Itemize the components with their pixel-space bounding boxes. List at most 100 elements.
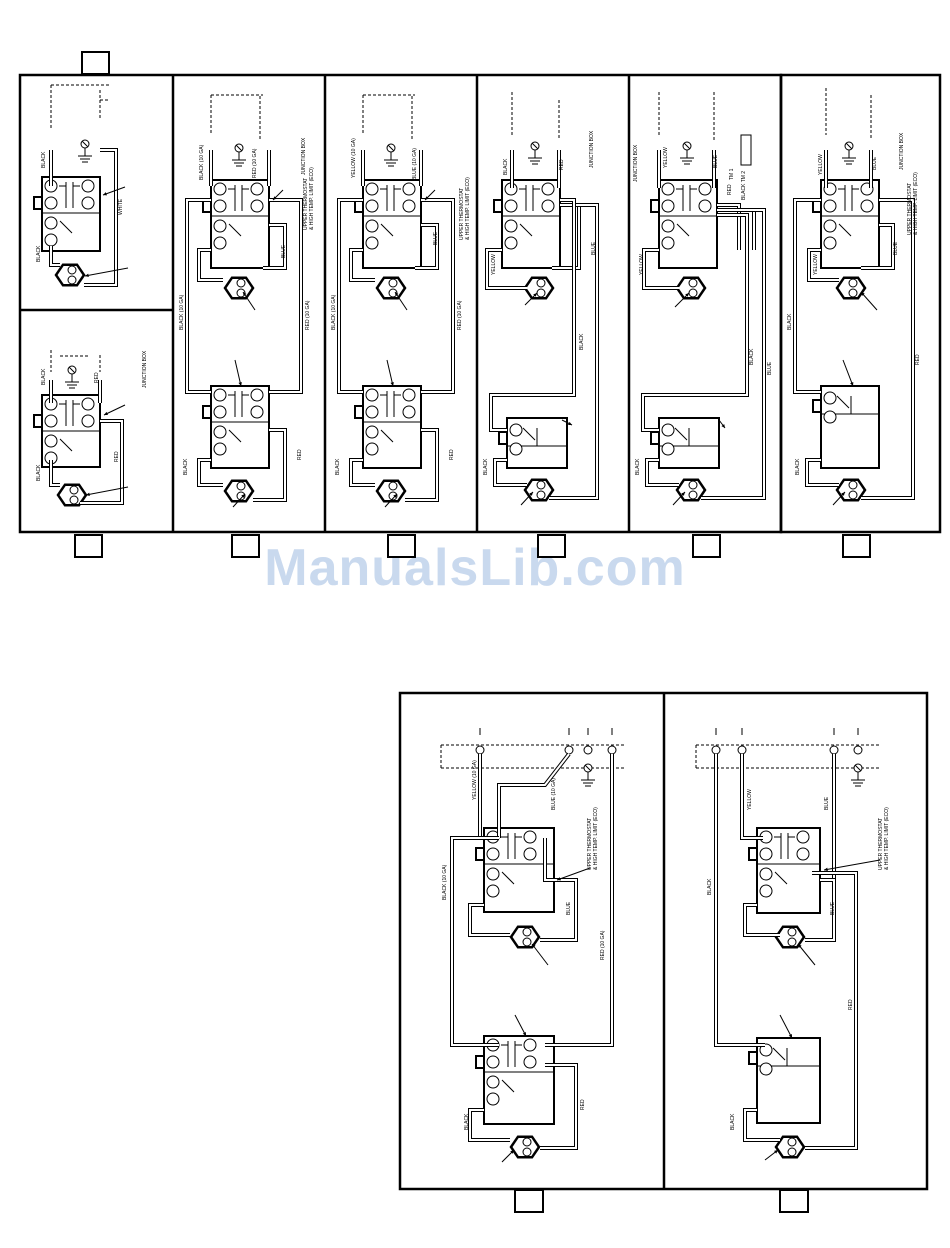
wire-line	[501, 871, 515, 885]
ground-icon	[680, 141, 694, 165]
dial-terminal	[661, 219, 675, 233]
lower-thermostat	[650, 417, 720, 469]
wire-line	[81, 140, 89, 148]
element-terminal	[787, 927, 797, 937]
leader-arrow	[510, 1150, 514, 1154]
terminal-2	[365, 405, 379, 419]
wire-core	[350, 459, 375, 486]
ground-icon	[528, 141, 542, 165]
wire-core	[486, 249, 527, 289]
element-terminal	[536, 278, 546, 288]
terminal-2	[213, 405, 227, 419]
element-terminal	[69, 485, 79, 495]
wire-label: BLACK	[41, 151, 47, 168]
dial-terminal	[486, 1075, 500, 1089]
dial-terminal	[213, 442, 227, 456]
upper-thermostat-eco	[33, 394, 101, 468]
leader-arrow	[522, 1032, 526, 1036]
wire-label: YELLOW	[813, 254, 819, 275]
element-terminal	[69, 495, 79, 505]
wire-core	[415, 224, 438, 269]
element-terminal	[67, 265, 77, 275]
wire-core	[451, 837, 499, 1046]
leader-arrow	[425, 196, 429, 200]
wire-label: BLACK	[503, 158, 509, 175]
upper-thermostat-eco	[202, 179, 270, 269]
leader-arrow	[568, 421, 572, 425]
watermark: ManualsLib.com	[264, 539, 686, 597]
element-terminal	[787, 937, 797, 947]
dial-terminal	[44, 216, 58, 230]
element-terminal	[787, 1137, 797, 1147]
element-hex	[56, 483, 88, 507]
wire-core	[494, 459, 527, 486]
terminal-3	[81, 397, 95, 411]
wire-label: BLUE	[591, 241, 597, 255]
terminal-1	[661, 182, 675, 196]
diagram-tab	[514, 1189, 544, 1213]
lower-thermostat	[812, 385, 880, 469]
wire-core	[540, 838, 577, 941]
wire-label: BLUE	[281, 244, 287, 258]
wire-core	[405, 429, 438, 501]
supply-terminal	[737, 745, 747, 755]
wire-label: BLACK	[335, 458, 341, 475]
wire-label: BLUE	[433, 231, 439, 245]
wire-label: BLACK	[464, 1113, 470, 1130]
wire-label: RED	[580, 1099, 586, 1110]
terminal-4	[402, 405, 416, 419]
element-hex	[375, 479, 407, 503]
wire-label: BLUE (10 GA)	[412, 148, 418, 180]
wire-label: & HIGH TEMP. LIMIT (ECO)	[593, 807, 599, 870]
wire-line	[842, 359, 854, 387]
bracket-tab	[650, 199, 660, 213]
bracket-tab	[650, 431, 660, 445]
terminal-4	[250, 405, 264, 419]
element-terminal	[848, 288, 858, 298]
wire-line	[228, 429, 242, 443]
supply-terminal	[829, 745, 839, 755]
wire-label: BLACK (10 GA)	[331, 294, 337, 330]
bracket-tab	[748, 1051, 758, 1065]
heating-element	[375, 479, 407, 503]
wire-line	[234, 359, 242, 387]
leader-arrow	[798, 944, 802, 948]
diagram-tab	[692, 534, 721, 558]
dial-terminal	[504, 236, 518, 250]
dial-terminal	[504, 219, 518, 233]
wire-core	[806, 459, 839, 486]
diagram-tab	[779, 1189, 809, 1213]
wire-core	[498, 753, 570, 838]
wire-core	[50, 460, 60, 486]
wire-label: JUNCTION BOX	[142, 350, 148, 388]
wire-label: UPPER THERMOSTAT	[303, 178, 309, 230]
wire-line	[584, 764, 592, 772]
wire-line	[556, 867, 591, 881]
element-hex	[375, 276, 407, 300]
wire-line	[772, 1047, 786, 1061]
heating-element	[509, 925, 541, 949]
terminal-3	[250, 388, 264, 402]
wire-line	[386, 359, 394, 387]
terminal-1	[509, 423, 523, 437]
heating-element	[375, 276, 407, 300]
wire-label: BLUE	[713, 154, 719, 168]
element-terminal	[236, 491, 246, 501]
element-terminal	[388, 481, 398, 491]
terminal-3	[796, 830, 810, 844]
wire-line	[68, 366, 76, 374]
wire-label: BLACK	[635, 458, 641, 475]
wire-line	[380, 223, 394, 237]
diagram-tab	[842, 534, 871, 558]
upper-thermostat-eco	[202, 385, 270, 469]
leader-arrow	[774, 1150, 778, 1154]
wire-core	[744, 1109, 780, 1141]
upper-thermostat-eco	[33, 176, 101, 252]
wire-label: BLACK	[749, 348, 755, 365]
wire-label: JUNCTION BOX	[899, 132, 905, 170]
supply-terminal	[711, 745, 721, 755]
wire-label: RED	[449, 449, 455, 460]
